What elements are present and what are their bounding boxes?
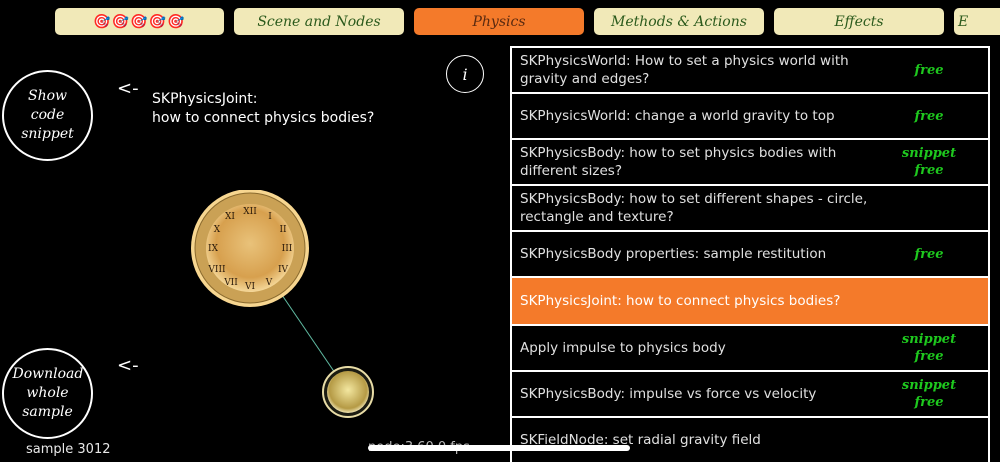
snippet-badge: snippet: [901, 378, 957, 393]
snippet-badge: snippet: [901, 332, 957, 347]
list-item[interactable]: SKFieldNode: set radial gravity field: [512, 418, 988, 462]
tab-targets[interactable]: 🎯🎯🎯🎯🎯: [55, 8, 224, 35]
svg-text:III: III: [282, 244, 293, 254]
list-item[interactable]: SKPhysicsBody: how to set physics bodies…: [512, 140, 988, 184]
list-item-text: SKPhysicsBody: how to set physics bodies…: [520, 145, 837, 179]
svg-text:VII: VII: [223, 278, 238, 288]
tab-label: Methods & Actions: [611, 13, 747, 30]
list-item[interactable]: SKPhysicsWorld: How to set a physics wor…: [512, 48, 988, 92]
sample-list: SKPhysicsWorld: How to set a physics wor…: [510, 46, 990, 462]
ball-icon: [322, 366, 374, 418]
tab-label: Physics: [472, 13, 526, 30]
list-item-badges: snippet free: [890, 377, 988, 411]
download-sample-button[interactable]: Download whole sample: [2, 348, 93, 439]
svg-text:IX: IX: [208, 244, 219, 254]
list-item-badges: snippet free: [890, 331, 988, 365]
tab-methods-actions[interactable]: Methods & Actions: [594, 8, 764, 35]
list-item-text: SKFieldNode: set radial gravity field: [520, 432, 761, 448]
target-icon: 🎯🎯🎯🎯🎯: [93, 13, 186, 30]
list-item-badges: free: [890, 108, 988, 125]
free-badge: free: [914, 246, 944, 262]
free-badge: free: [914, 395, 944, 410]
svg-text:IV: IV: [278, 265, 289, 275]
tab-label: Scene and Nodes: [257, 13, 381, 30]
tab-bar: 🎯🎯🎯🎯🎯 Scene and Nodes Physics Methods & …: [0, 8, 1000, 35]
sample-title: SKPhysicsJoint: how to connect physics b…: [152, 90, 374, 128]
list-item-text: SKPhysicsWorld: change a world gravity t…: [520, 108, 835, 124]
list-item-text: SKPhysicsBody: how to set different shap…: [520, 191, 868, 225]
free-badge: free: [914, 62, 944, 78]
svg-text:XI: XI: [225, 212, 235, 222]
tab-physics[interactable]: Physics: [414, 8, 584, 35]
list-item-selected[interactable]: SKPhysicsJoint: how to connect physics b…: [512, 278, 988, 324]
info-button[interactable]: i: [446, 55, 484, 93]
download-label: Download whole sample: [12, 366, 84, 420]
svg-text:X: X: [214, 225, 221, 235]
list-item[interactable]: SKPhysicsBody: impulse vs force vs veloc…: [512, 372, 988, 416]
list-item-text: SKPhysicsBody: impulse vs force vs veloc…: [520, 386, 817, 402]
list-item-badges: snippet free: [890, 145, 988, 179]
home-indicator[interactable]: [368, 445, 630, 451]
svg-text:VIII: VIII: [207, 265, 226, 275]
list-item[interactable]: SKPhysicsBody properties: sample restitu…: [512, 232, 988, 276]
info-icon: i: [462, 64, 468, 84]
show-code-snippet-button[interactable]: Show code snippet: [2, 70, 93, 161]
svg-text:I: I: [268, 212, 272, 222]
list-item-badges: free: [890, 246, 988, 263]
svg-text:VI: VI: [244, 282, 255, 292]
clock-icon: XII III VI IX I II IV V VII VIII X XI: [191, 190, 309, 307]
svg-text:II: II: [279, 225, 287, 235]
sample-title-line1: SKPhysicsJoint:: [152, 91, 258, 107]
show-code-label: Show code snippet: [21, 88, 74, 142]
snippet-badge: snippet: [901, 146, 957, 161]
tab-scene-and-nodes[interactable]: Scene and Nodes: [234, 8, 404, 35]
tab-effects[interactable]: Effects: [774, 8, 944, 35]
svg-text:V: V: [265, 278, 273, 288]
free-badge: free: [914, 108, 944, 124]
list-item[interactable]: Apply impulse to physics body snippet fr…: [512, 326, 988, 370]
list-item-text: SKPhysicsBody properties: sample restitu…: [520, 246, 827, 262]
arrow-indicator: <-: [117, 355, 139, 376]
list-item[interactable]: SKPhysicsBody: how to set different shap…: [512, 186, 988, 230]
sample-title-line2: how to connect physics bodies?: [152, 110, 375, 126]
tab-label: Effects: [834, 13, 884, 30]
list-item-badges: free: [890, 62, 988, 79]
list-item-text: Apply impulse to physics body: [520, 340, 726, 356]
tab-label: E: [958, 13, 969, 30]
free-badge: free: [914, 163, 944, 178]
free-badge: free: [914, 349, 944, 364]
list-item[interactable]: SKPhysicsWorld: change a world gravity t…: [512, 94, 988, 138]
list-item-text: SKPhysicsWorld: How to set a physics wor…: [520, 53, 849, 87]
tab-partial[interactable]: E: [954, 8, 1000, 35]
sample-number: sample 3012: [26, 442, 111, 457]
arrow-indicator: <-: [117, 78, 139, 99]
svg-text:XII: XII: [243, 207, 257, 217]
physics-scene: XII III VI IX I II IV V VII VIII X XI: [191, 190, 374, 418]
list-item-text: SKPhysicsJoint: how to connect physics b…: [520, 293, 841, 309]
